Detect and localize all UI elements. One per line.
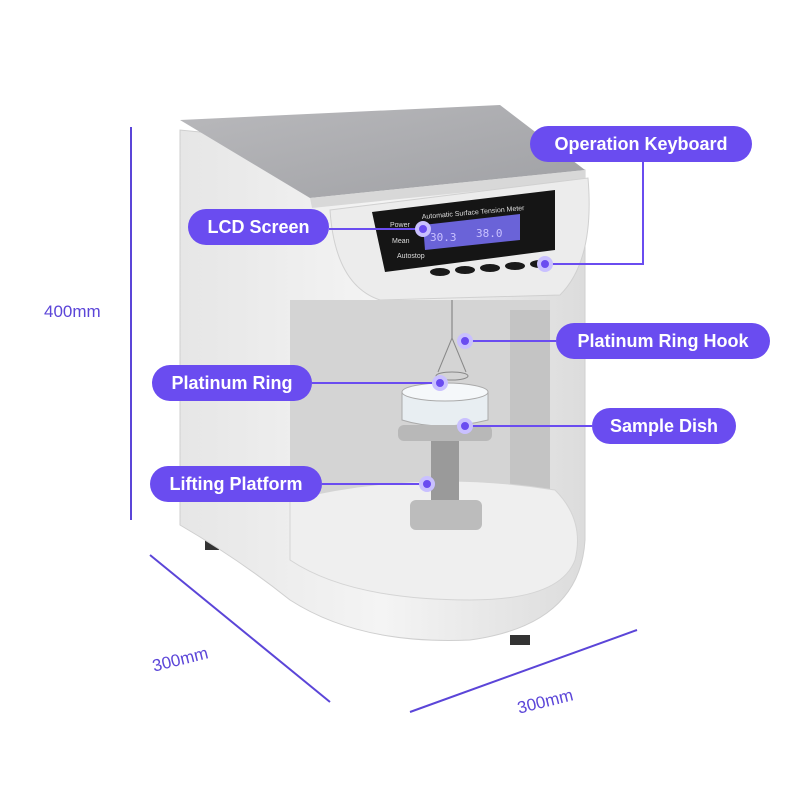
keyboard-marker-dot [537, 256, 553, 272]
keypad [430, 260, 550, 276]
svg-text:Autostop: Autostop [397, 253, 425, 260]
callout-sample-dish: Sample Dish [592, 408, 736, 444]
platinum-ring [435, 371, 469, 381]
svg-text:Power: Power [390, 222, 411, 229]
callout-platinum-ring: Platinum Ring [152, 365, 312, 401]
hook-marker-dot [457, 333, 473, 349]
svg-text:38.0: 38.0 [476, 227, 503, 240]
top-lid [180, 105, 585, 198]
callout-lcd-screen: LCD Screen [188, 209, 329, 245]
svg-text:30.3: 30.3 [430, 231, 457, 244]
lcd-screen [423, 214, 520, 250]
svg-text:Mean: Mean [392, 238, 410, 245]
depth-dimension-line [149, 554, 331, 703]
height-dimension-label: 400mm [44, 302, 101, 321]
callout-lifting-platform: Lifting Platform [150, 466, 322, 502]
dish-marker-dot [457, 418, 473, 434]
width-dimension-line [409, 629, 638, 713]
platform-marker-dot [419, 476, 435, 492]
ring-marker-dot [432, 375, 448, 391]
lcd-marker-dot [415, 221, 431, 237]
callout-platinum-ring-hook: Platinum Ring Hook [556, 323, 770, 359]
lifting-platform [431, 441, 459, 501]
callout-operation-keyboard: Operation Keyboard [530, 126, 752, 162]
